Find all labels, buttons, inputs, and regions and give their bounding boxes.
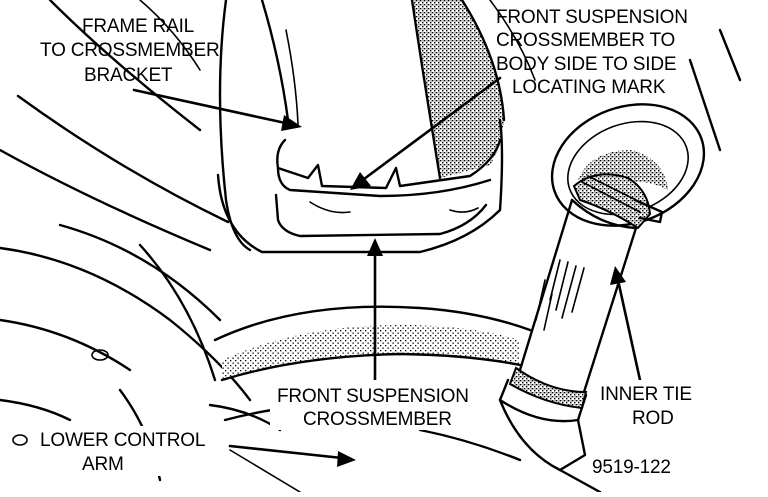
label-locating-mark-line4: LOCATING MARK <box>512 77 666 98</box>
label-locating-mark: FRONT SUSPENSION CROSSMEMBER TO BODY SID… <box>496 7 688 98</box>
label-frame-rail-bracket: FRAME RAIL TO CROSSMEMBER BRACKET <box>40 16 220 86</box>
label-crossmember: FRONT SUSPENSION CROSSMEMBER <box>270 380 490 430</box>
label-frame-rail-line3: BRACKET <box>84 65 173 86</box>
leader-inner-tie-rod <box>616 278 642 382</box>
label-crossmember-line2: CROSSMEMBER <box>303 409 452 430</box>
inner-tie-rod-drawing <box>498 173 664 494</box>
arrowhead-locating-mark <box>350 172 371 190</box>
arrowhead-lower-control-arm <box>337 451 356 467</box>
label-lower-control-arm-line1: LOWER CONTROL <box>40 430 205 451</box>
label-inner-tie-rod: INNER TIE ROD <box>594 380 704 430</box>
label-lower-control-arm: LOWER CONTROL ARM <box>34 426 224 476</box>
label-locating-mark-line3: BODY SIDE TO SIDE <box>496 54 676 75</box>
leader-lines <box>132 76 642 467</box>
arrowhead-frame-rail-bracket <box>281 115 302 131</box>
label-crossmember-line1: FRONT SUSPENSION <box>277 386 469 407</box>
label-locating-mark-line1: FRONT SUSPENSION <box>496 7 688 28</box>
vehicle-body-lines <box>0 0 299 482</box>
label-inner-tie-rod-line1: INNER TIE <box>600 384 692 405</box>
crossmember-body <box>208 305 532 493</box>
label-inner-tie-rod-line2: ROD <box>632 408 674 429</box>
leader-lower-control-arm <box>228 444 344 460</box>
label-frame-rail-line1: FRAME RAIL <box>82 16 194 37</box>
figure-number: 9519-122 <box>588 452 700 478</box>
body-side-panel <box>410 0 536 180</box>
leader-locating-mark <box>358 76 502 184</box>
arrowhead-inner-tie-rod <box>610 266 626 285</box>
label-locating-mark-line2: CROSSMEMBER TO <box>496 30 675 51</box>
leader-frame-rail-bracket <box>132 88 292 126</box>
arrowhead-crossmember <box>367 238 383 256</box>
figure-number-text: 9519-122 <box>592 457 671 478</box>
label-frame-rail-line2: TO CROSSMEMBER <box>40 40 219 61</box>
label-lower-control-arm-line2: ARM <box>82 454 124 475</box>
